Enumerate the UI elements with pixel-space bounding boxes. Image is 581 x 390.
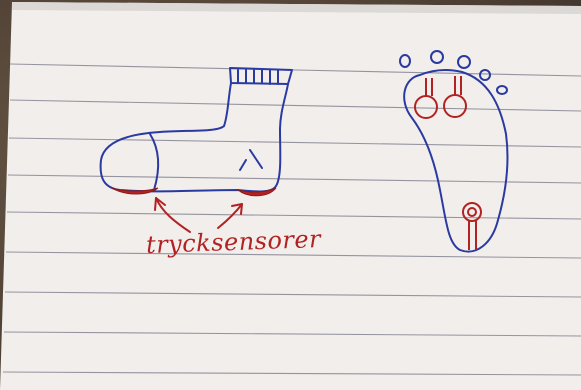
index-card: [0, 2, 581, 390]
photo-of-index-card: trycksensorer: [0, 0, 581, 390]
index-card-drawing: [0, 0, 581, 390]
